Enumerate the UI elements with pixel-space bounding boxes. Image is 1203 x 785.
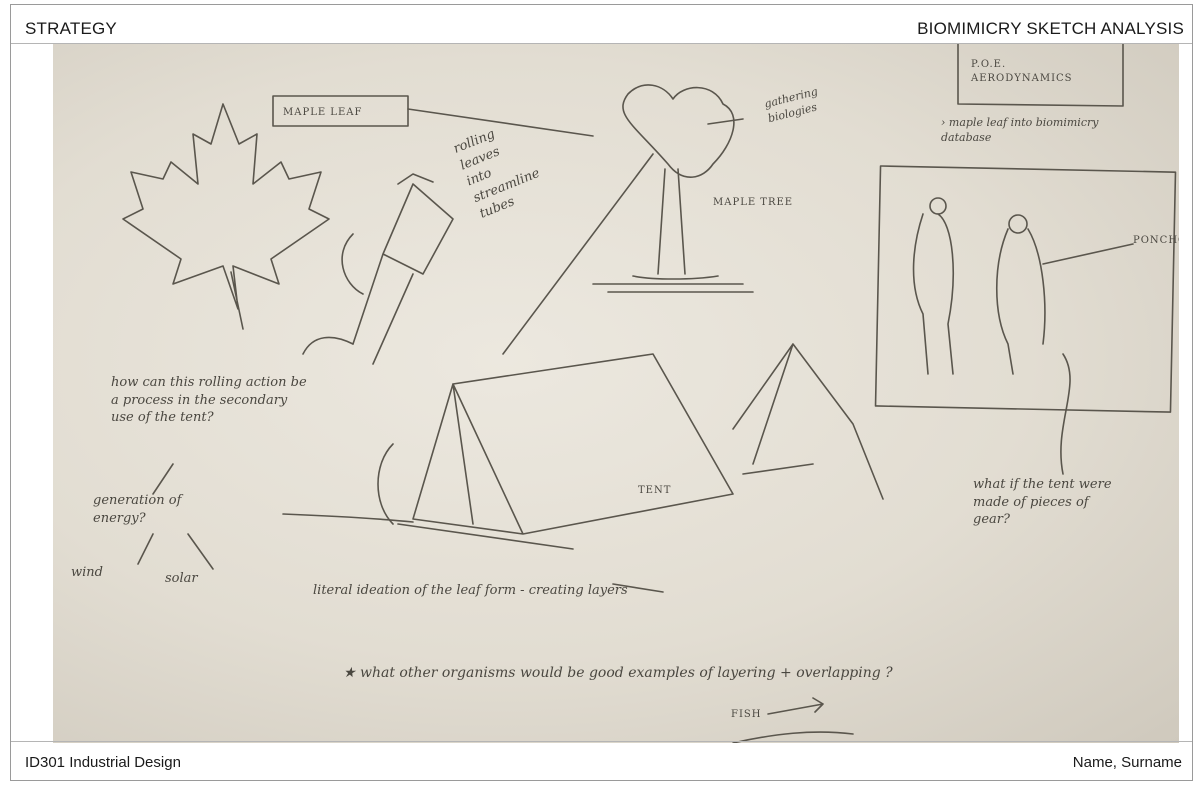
rolled-leaf-drawing [342,174,453,364]
poe-box-label: P.O.E. AERODYNAMICS [971,58,1073,85]
section-title: STRATEGY [25,19,117,39]
literal-ideation-note: literal ideation of the leaf form - crea… [313,582,628,600]
poncho-label: PONCHO [1133,234,1179,248]
slide-header: STRATEGY BIOMIMICRY SKETCH ANALYSIS [11,5,1192,44]
sketch-photo: MAPLE LEAF rolling leaves into streamlin… [53,44,1179,743]
tent-drawing [283,354,733,549]
generation-note: generation of energy? [93,492,181,527]
page-title: BIOMIMICRY SKETCH ANALYSIS [917,19,1184,39]
maple-leaf-drawing [123,104,329,329]
other-organisms-note: ★ what other organisms would be good exa… [343,664,893,683]
maple-biomimicry-note: › maple leaf into biomimicry database [941,116,1098,146]
wind-note: wind [71,564,103,582]
tent-flap-drawing [733,344,883,499]
tent-label: TENT [638,484,671,498]
travellers-frame [876,166,1176,412]
slide-footer: ID301 Industrial Design Name, Surname [11,741,1192,780]
fish-label: FISH [731,708,761,722]
slide-frame: STRATEGY BIOMIMICRY SKETCH ANALYSIS [10,4,1193,781]
author-name: Name, Surname [1073,754,1182,771]
course-label: ID301 Industrial Design [25,754,181,771]
maple-tree-drawing [593,85,753,292]
maple-tree-label: MAPLE TREE [713,196,793,210]
solar-note: solar [165,570,198,588]
hiker-figures [914,214,1133,374]
what-if-note: what if the tent were made of pieces of … [973,476,1112,529]
rolling-question-note: how can this rolling action be a process… [111,374,307,427]
maple-leaf-label: MAPLE LEAF [283,106,362,120]
